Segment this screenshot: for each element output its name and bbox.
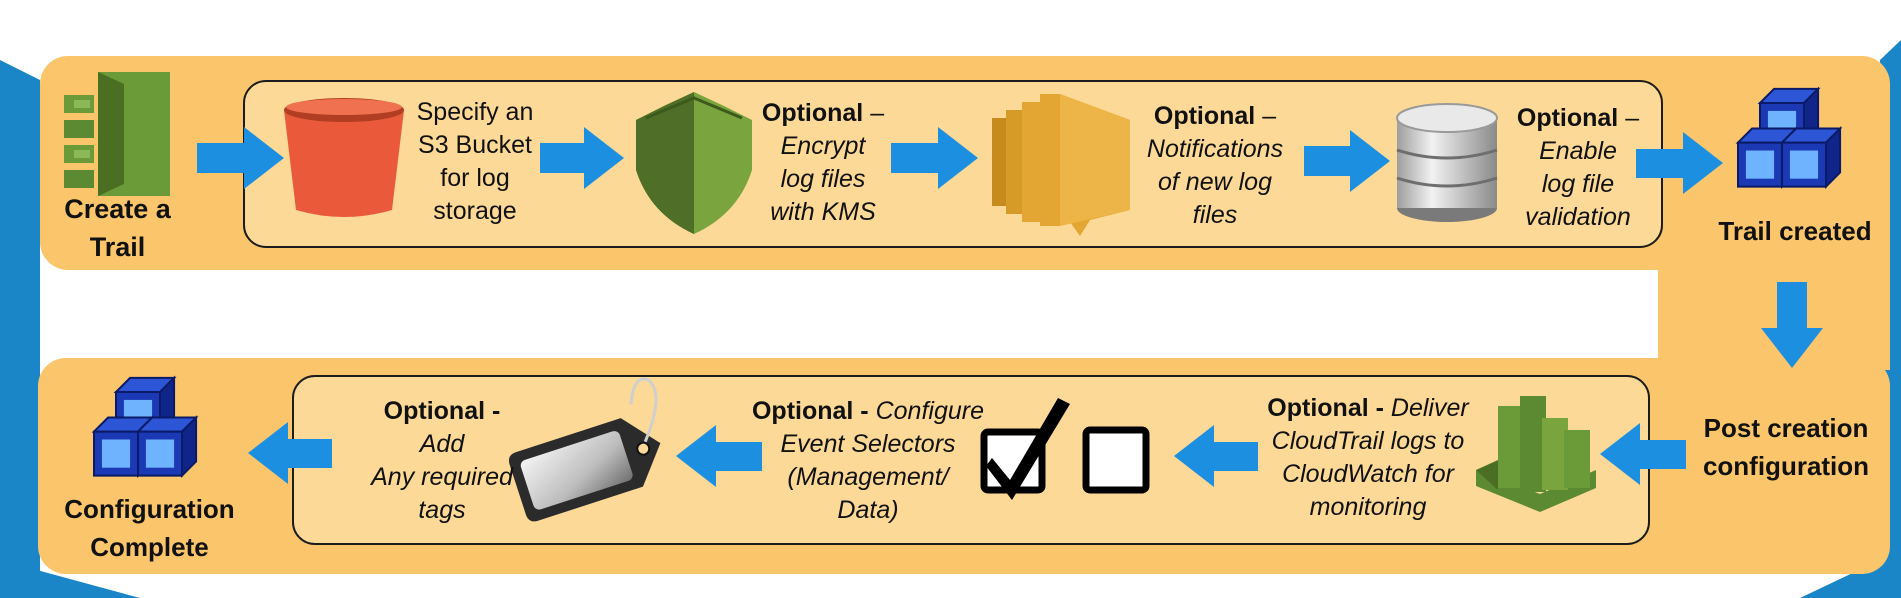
optional-label: Optional: [761, 99, 864, 127]
arrow-right: [540, 127, 624, 189]
label-line: storage: [433, 197, 517, 225]
checkbox-icons: [980, 398, 1150, 500]
cube-window: [145, 439, 175, 468]
label-line: Enable: [1539, 137, 1617, 165]
label-line: Optional –: [1130, 100, 1300, 133]
left-accent-shape: [0, 560, 140, 598]
label-line: files: [1192, 201, 1238, 229]
s3-bucket-icon: [284, 98, 404, 217]
label-line: configuration: [1702, 451, 1870, 481]
label-line: CloudTrail logs to: [1271, 427, 1465, 455]
optional-label: Optional -: [1267, 394, 1384, 422]
label-line: Specify an: [416, 98, 534, 126]
arrow-right: [1304, 130, 1390, 192]
label-line: Notifications: [1146, 135, 1284, 163]
label-line: log file: [1541, 170, 1615, 198]
cube-window: [1789, 150, 1819, 179]
dash: –: [863, 99, 885, 127]
sns-step-label: Optional – Notifications of new log file…: [1130, 100, 1300, 232]
label-line: (Management/: [787, 463, 949, 491]
label-line: tags: [418, 496, 466, 524]
kms-step-label: Optional – Encrypt log files with KMS: [748, 97, 898, 229]
dash: –: [1618, 104, 1640, 132]
label-line: Encrypt: [780, 132, 866, 160]
configuration-complete-label: Configuration Complete: [52, 490, 247, 566]
cubes-icon: [1735, 86, 1843, 190]
arrow-left: [1600, 423, 1686, 485]
label-line: Deliver: [1390, 394, 1469, 422]
left-accent-shape: [0, 60, 40, 598]
label-line: Event Selectors: [780, 430, 956, 458]
cube-window: [101, 439, 131, 468]
cube-window: [1745, 150, 1775, 179]
tags-step-label: Optional - Add Any required tags: [362, 395, 522, 527]
optional-label: Optional -: [383, 397, 501, 425]
label-line: Complete: [90, 532, 209, 562]
arrow-right: [891, 127, 978, 189]
label-line: Post creation: [1703, 413, 1869, 443]
arrow-left: [676, 425, 762, 487]
dash: –: [1255, 102, 1277, 130]
label-line: log files: [780, 165, 866, 193]
label-line: CloudWatch for: [1282, 460, 1454, 488]
label-line: with KMS: [770, 198, 876, 226]
s3-bucket-step-label: Specify an S3 Bucket for log storage: [405, 96, 545, 228]
optional-label: Optional: [1153, 102, 1256, 130]
label-line: for log: [440, 164, 510, 192]
label-line: Configure: [875, 397, 984, 425]
label-line: Trail created: [1718, 216, 1872, 246]
cloudwatch-icon: [1476, 396, 1596, 512]
label-line: Optional –: [748, 97, 898, 130]
label-line: validation: [1525, 203, 1631, 231]
label-line: Create a: [64, 194, 171, 224]
label-line: Optional - Configure: [748, 395, 988, 428]
label-line: S3 Bucket: [418, 131, 532, 159]
cloudwatch-step-label: Optional - Deliver CloudTrail logs to Cl…: [1258, 392, 1478, 524]
label-line: Optional - Deliver: [1258, 392, 1478, 425]
kms-shield-icon: [636, 92, 752, 234]
cloudtrail-icon: [64, 72, 170, 196]
label-line: of new log: [1158, 168, 1272, 196]
label-line: Configuration: [64, 494, 235, 524]
arrow-down: [1761, 282, 1823, 368]
label-line: Trail: [89, 232, 146, 262]
arrow-right: [1636, 132, 1723, 194]
optional-label: Optional -: [751, 397, 869, 425]
database-icon: [1396, 103, 1498, 222]
validation-step-label: Optional – Enable log file validation: [1508, 102, 1648, 234]
label-line: Add: [419, 430, 465, 458]
sns-icon: [992, 94, 1130, 236]
arrows: [197, 127, 1823, 487]
arrow-right: [197, 127, 284, 189]
label-line: Any required: [371, 463, 513, 491]
optional-label: Optional: [1516, 104, 1619, 132]
label-line: Optional –: [1508, 102, 1648, 135]
arrow-left: [248, 422, 332, 484]
label-line: monitoring: [1309, 493, 1427, 521]
tag-icon: [508, 377, 661, 522]
label-line: Data): [837, 496, 899, 524]
post-creation-label: Post creation configuration: [1686, 409, 1886, 485]
cubes-icon: [91, 375, 199, 479]
event-selectors-step-label: Optional - Configure Event Selectors (Ma…: [748, 395, 988, 527]
create-trail-label: Create a Trail: [50, 190, 185, 266]
trail-created-label: Trail created: [1700, 212, 1890, 250]
arrow-left: [1174, 425, 1258, 487]
